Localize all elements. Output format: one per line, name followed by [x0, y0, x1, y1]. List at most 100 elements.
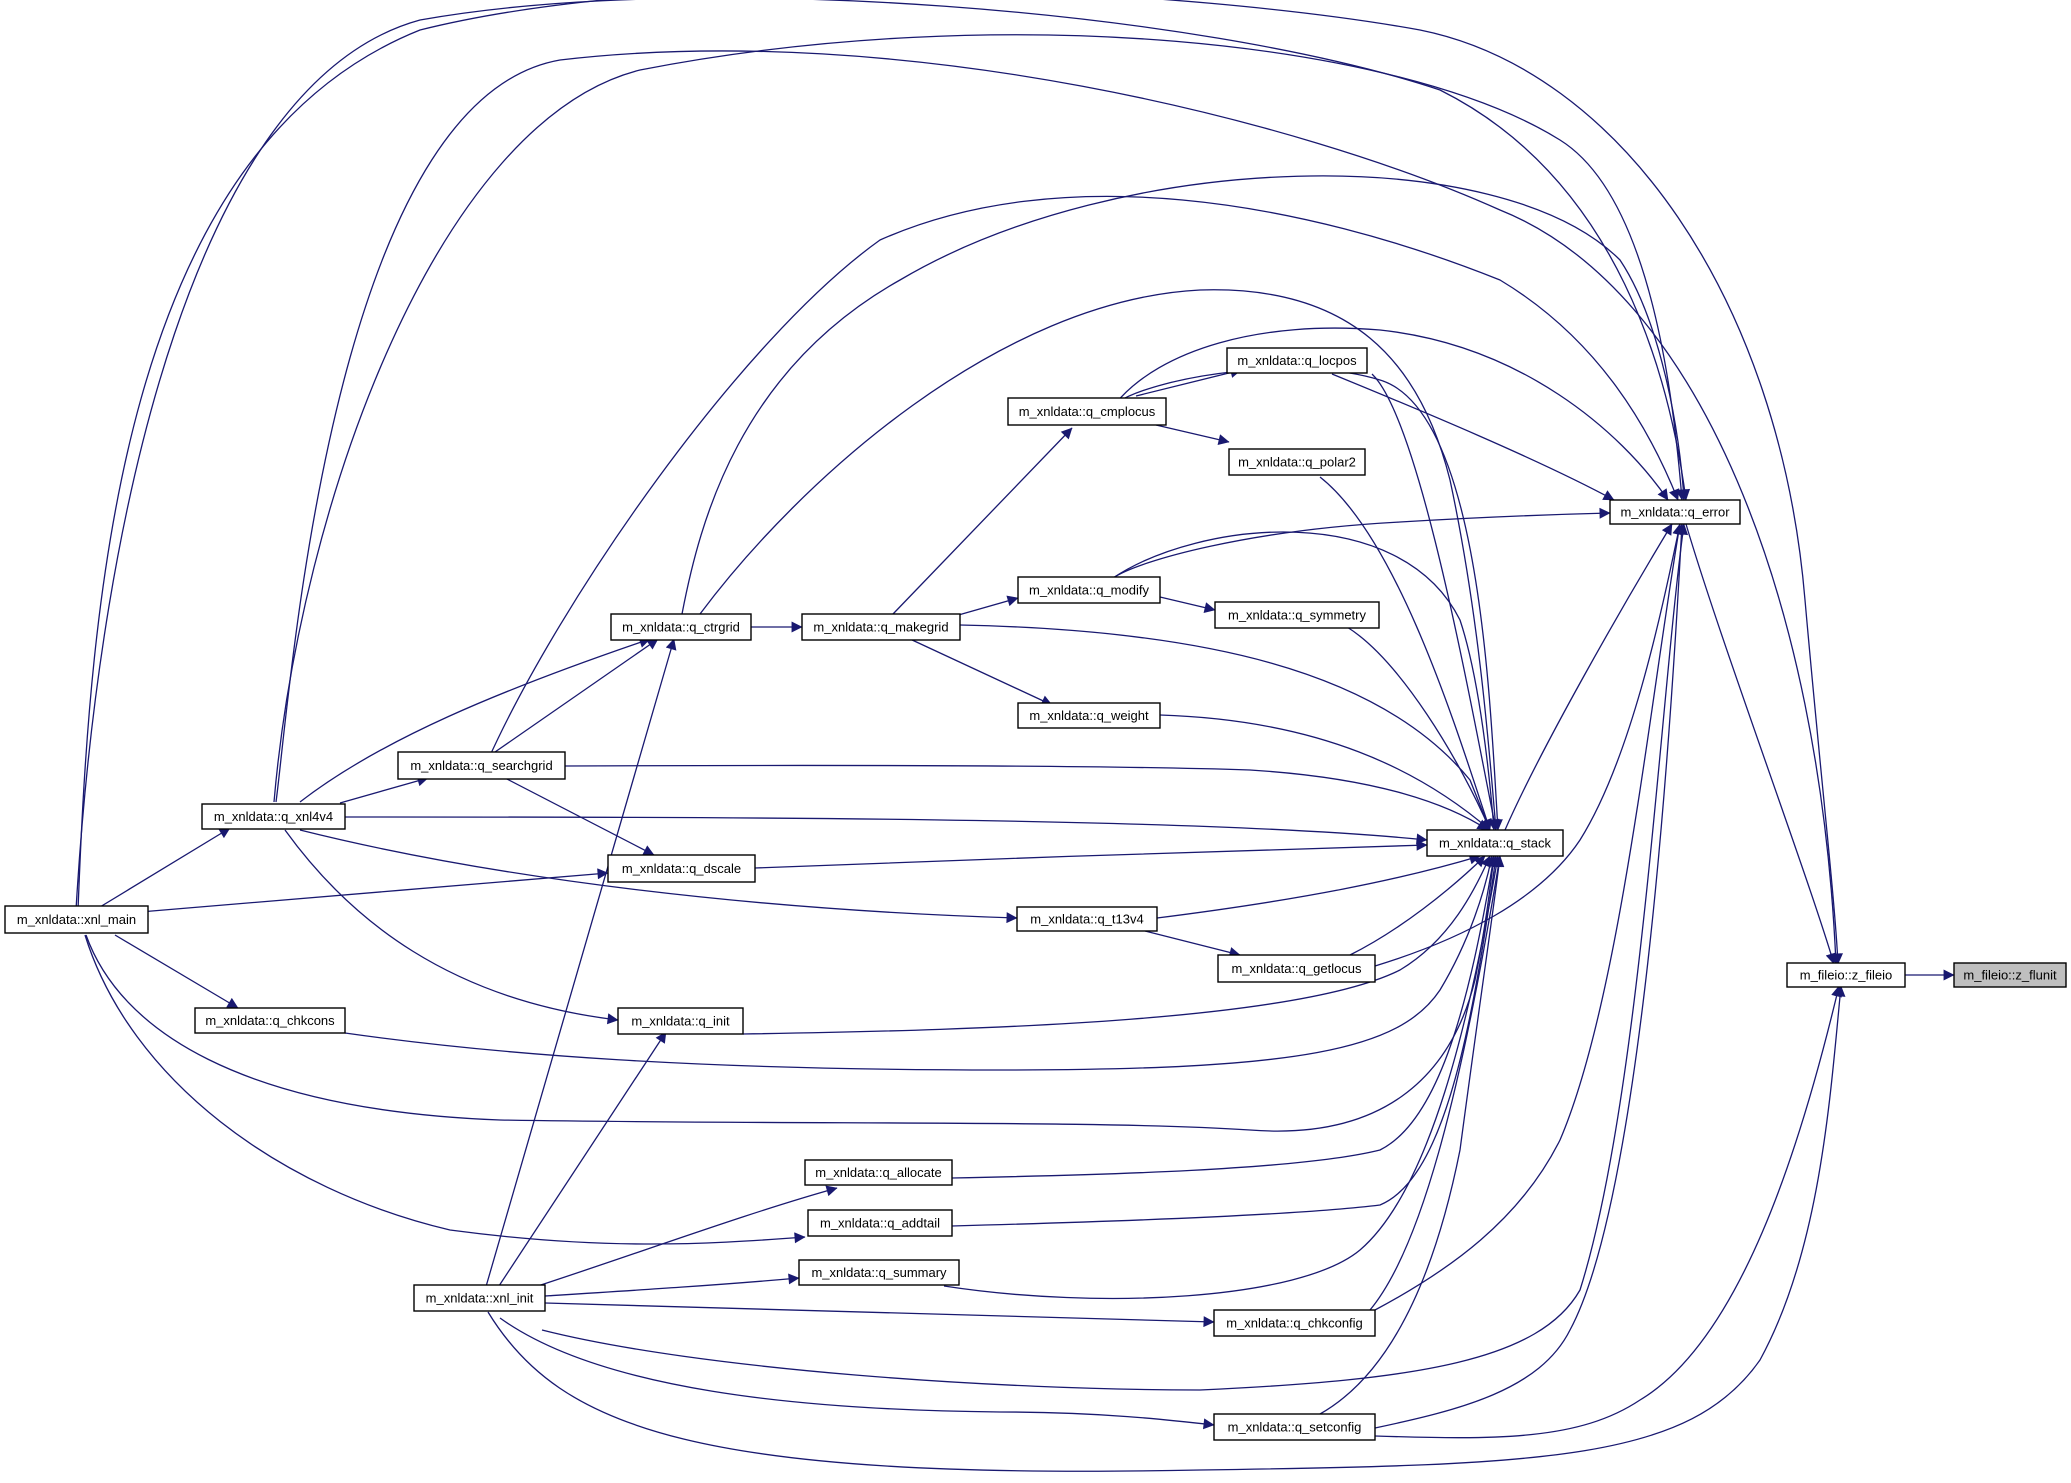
node-q_polar2[interactable]: m_xnldata::q_polar2	[1228, 448, 1366, 476]
edge-q_makegrid-q_weight	[909, 638, 1053, 706]
nodes-layer: m_fileio::z_flunit m_fileio::z_fileio m_…	[4, 347, 2067, 1441]
edge-xnl_init-q_init	[494, 1031, 667, 1293]
edge-q_locpos-q_stack	[1371, 373, 1500, 831]
edge-q_xnl4v4-q_error	[273, 34, 1687, 803]
edge-xnl_init-q_error	[541, 523, 1689, 1391]
edge-xnl_main-z_fileio	[77, 0, 1844, 965]
edge-q_cmplocus-q_polar2	[1155, 424, 1230, 445]
node-label: m_xnldata::q_t13v4	[1030, 912, 1143, 927]
edge-q_searchgrid-q_ctrgrid	[494, 638, 659, 753]
edge-q_chkconfig-q_error	[1374, 523, 1684, 1311]
edge-q_symmetry-q_stack	[1346, 626, 1491, 831]
node-label: m_fileio::z_flunit	[1963, 968, 2057, 983]
edge-q_dscale-q_stack	[754, 839, 1428, 869]
node-label: m_xnldata::q_setconfig	[1228, 1420, 1362, 1435]
node-q_summary[interactable]: m_xnldata::q_summary	[798, 1259, 960, 1286]
edge-q_ctrgrid-q_stack	[699, 289, 1501, 831]
edge-q_t13v4-q_stack	[1156, 853, 1481, 919]
node-q_setconfig[interactable]: m_xnldata::q_setconfig	[1213, 1413, 1376, 1441]
node-q_getlocus[interactable]: m_xnldata::q_getlocus	[1217, 954, 1376, 983]
node-label: m_xnldata::xnl_init	[426, 1291, 534, 1306]
node-q_chkconfig[interactable]: m_xnldata::q_chkconfig	[1213, 1309, 1376, 1337]
node-label: m_fileio::z_fileio	[1800, 968, 1893, 983]
node-label: m_xnldata::q_allocate	[815, 1165, 941, 1180]
edge-q_stack-q_error	[1504, 523, 1673, 831]
node-q_dscale[interactable]: m_xnldata::q_dscale	[607, 854, 756, 883]
node-label: m_xnldata::q_stack	[1439, 836, 1552, 851]
node-label: m_xnldata::q_chkcons	[205, 1013, 335, 1028]
edge-q_modify-q_error	[1112, 507, 1611, 579]
node-q_xnl4v4[interactable]: m_xnldata::q_xnl4v4	[201, 803, 346, 830]
node-q_cmplocus[interactable]: m_xnldata::q_cmplocus	[1007, 397, 1167, 426]
edge-xnl_main-q_chkcons	[114, 934, 239, 1009]
edge-q_setconfig-q_stack	[1319, 855, 1505, 1415]
edge-q_modify-q_stack	[1112, 531, 1499, 831]
edge-xnl_init-q_allocate	[509, 1185, 838, 1296]
edge-xnl_main-q_stack	[85, 855, 1499, 1132]
edge-q_getlocus-q_error	[1374, 523, 1684, 967]
node-label: m_xnldata::q_polar2	[1238, 455, 1356, 470]
edge-q_xnl4v4-q_t13v4	[299, 829, 1018, 924]
node-q_error[interactable]: m_xnldata::q_error	[1609, 499, 1741, 525]
node-label: m_xnldata::q_xnl4v4	[214, 809, 333, 824]
node-q_addtail[interactable]: m_xnldata::q_addtail	[807, 1209, 953, 1237]
edge-q_searchgrid-q_dscale	[504, 777, 655, 856]
node-q_chkcons[interactable]: m_xnldata::q_chkcons	[194, 1007, 346, 1034]
edge-q_xnl4v4-q_stack	[344, 816, 1428, 845]
node-q_weight[interactable]: m_xnldata::q_weight	[1017, 702, 1161, 729]
edge-q_makegrid-q_modify	[954, 595, 1019, 617]
edge-xnl_main-q_addtail	[84, 934, 806, 1245]
edge-q_xnl4v4-q_init	[284, 829, 619, 1025]
node-q_stack[interactable]: m_xnldata::q_stack	[1426, 829, 1564, 857]
node-label: m_xnldata::q_cmplocus	[1019, 404, 1156, 419]
node-label: m_xnldata::q_init	[631, 1014, 730, 1029]
edge-q_getlocus-q_stack	[1349, 855, 1486, 956]
edge-xnl_init-z_fileio	[487, 985, 1846, 1472]
node-q_searchgrid[interactable]: m_xnldata::q_searchgrid	[397, 751, 566, 780]
node-label: m_xnldata::xnl_main	[17, 912, 136, 927]
node-label: m_xnldata::q_dscale	[622, 861, 741, 876]
edge-xnl_main-q_error	[75, 0, 1691, 911]
node-label: m_xnldata::q_summary	[811, 1265, 947, 1280]
edge-q_cmplocus-q_locpos	[1135, 367, 1242, 397]
node-q_t13v4[interactable]: m_xnldata::q_t13v4	[1016, 906, 1158, 932]
node-q_makegrid[interactable]: m_xnldata::q_makegrid	[801, 613, 961, 641]
edge-q_cmplocus-q_stack	[1115, 368, 1503, 831]
edge-xnl_main-q_xnl4v4	[94, 827, 231, 911]
node-q_ctrgrid[interactable]: m_xnldata::q_ctrgrid	[610, 613, 752, 641]
node-q_allocate[interactable]: m_xnldata::q_allocate	[804, 1159, 953, 1186]
edge-q_weight-q_stack	[1159, 714, 1491, 831]
node-label: m_xnldata::q_getlocus	[1231, 961, 1362, 976]
edge-xnl_init-q_setconfig	[499, 1317, 1215, 1430]
edge-q_locpos-q_error	[1331, 373, 1615, 501]
edge-xnl_init-q_ctrgrid	[484, 638, 677, 1291]
edge-xnl_init-q_chkconfig	[544, 1302, 1215, 1328]
node-z_fileio[interactable]: m_fileio::z_fileio	[1786, 962, 1906, 988]
edge-q_setconfig-z_fileio	[1374, 985, 1842, 1439]
node-z_flunit[interactable]: m_fileio::z_flunit	[1953, 962, 2067, 988]
node-xnl_main[interactable]: m_xnldata::xnl_main	[4, 905, 149, 934]
edge-q_polar2-q_stack	[1319, 476, 1492, 831]
node-q_init[interactable]: m_xnldata::q_init	[617, 1007, 744, 1035]
edge-q_addtail-q_stack	[951, 855, 1501, 1227]
edge-q_xnl4v4-q_ctrgrid	[299, 637, 651, 803]
node-q_locpos[interactable]: m_xnldata::q_locpos	[1226, 347, 1368, 374]
edge-xnl_main-q_dscale	[139, 868, 609, 913]
node-label: m_xnldata::q_ctrgrid	[622, 620, 740, 635]
node-xnl_init[interactable]: m_xnldata::xnl_init	[413, 1284, 546, 1312]
node-q_symmetry[interactable]: m_xnldata::q_symmetry	[1214, 601, 1380, 629]
node-label: m_xnldata::q_modify	[1029, 583, 1149, 598]
edge-q_allocate-q_stack	[951, 855, 1498, 1179]
edge-xnl_init-q_summary	[544, 1273, 800, 1297]
edge-q_searchgrid-q_stack	[564, 764, 1489, 831]
edge-q_modify-q_symmetry	[1159, 596, 1216, 613]
edge-q_chkconfig-q_stack	[1369, 855, 1504, 1311]
edge-q_chkcons-q_stack	[344, 855, 1496, 1071]
node-label: m_xnldata::q_error	[1620, 505, 1730, 520]
node-q_modify[interactable]: m_xnldata::q_modify	[1017, 576, 1161, 604]
node-label: m_xnldata::q_symmetry	[1228, 608, 1366, 623]
edge-q_t13v4-q_getlocus	[1144, 930, 1241, 958]
edge-q_searchgrid-q_error	[487, 195, 1680, 761]
edge-q_cmplocus-q_error	[1115, 327, 1669, 501]
